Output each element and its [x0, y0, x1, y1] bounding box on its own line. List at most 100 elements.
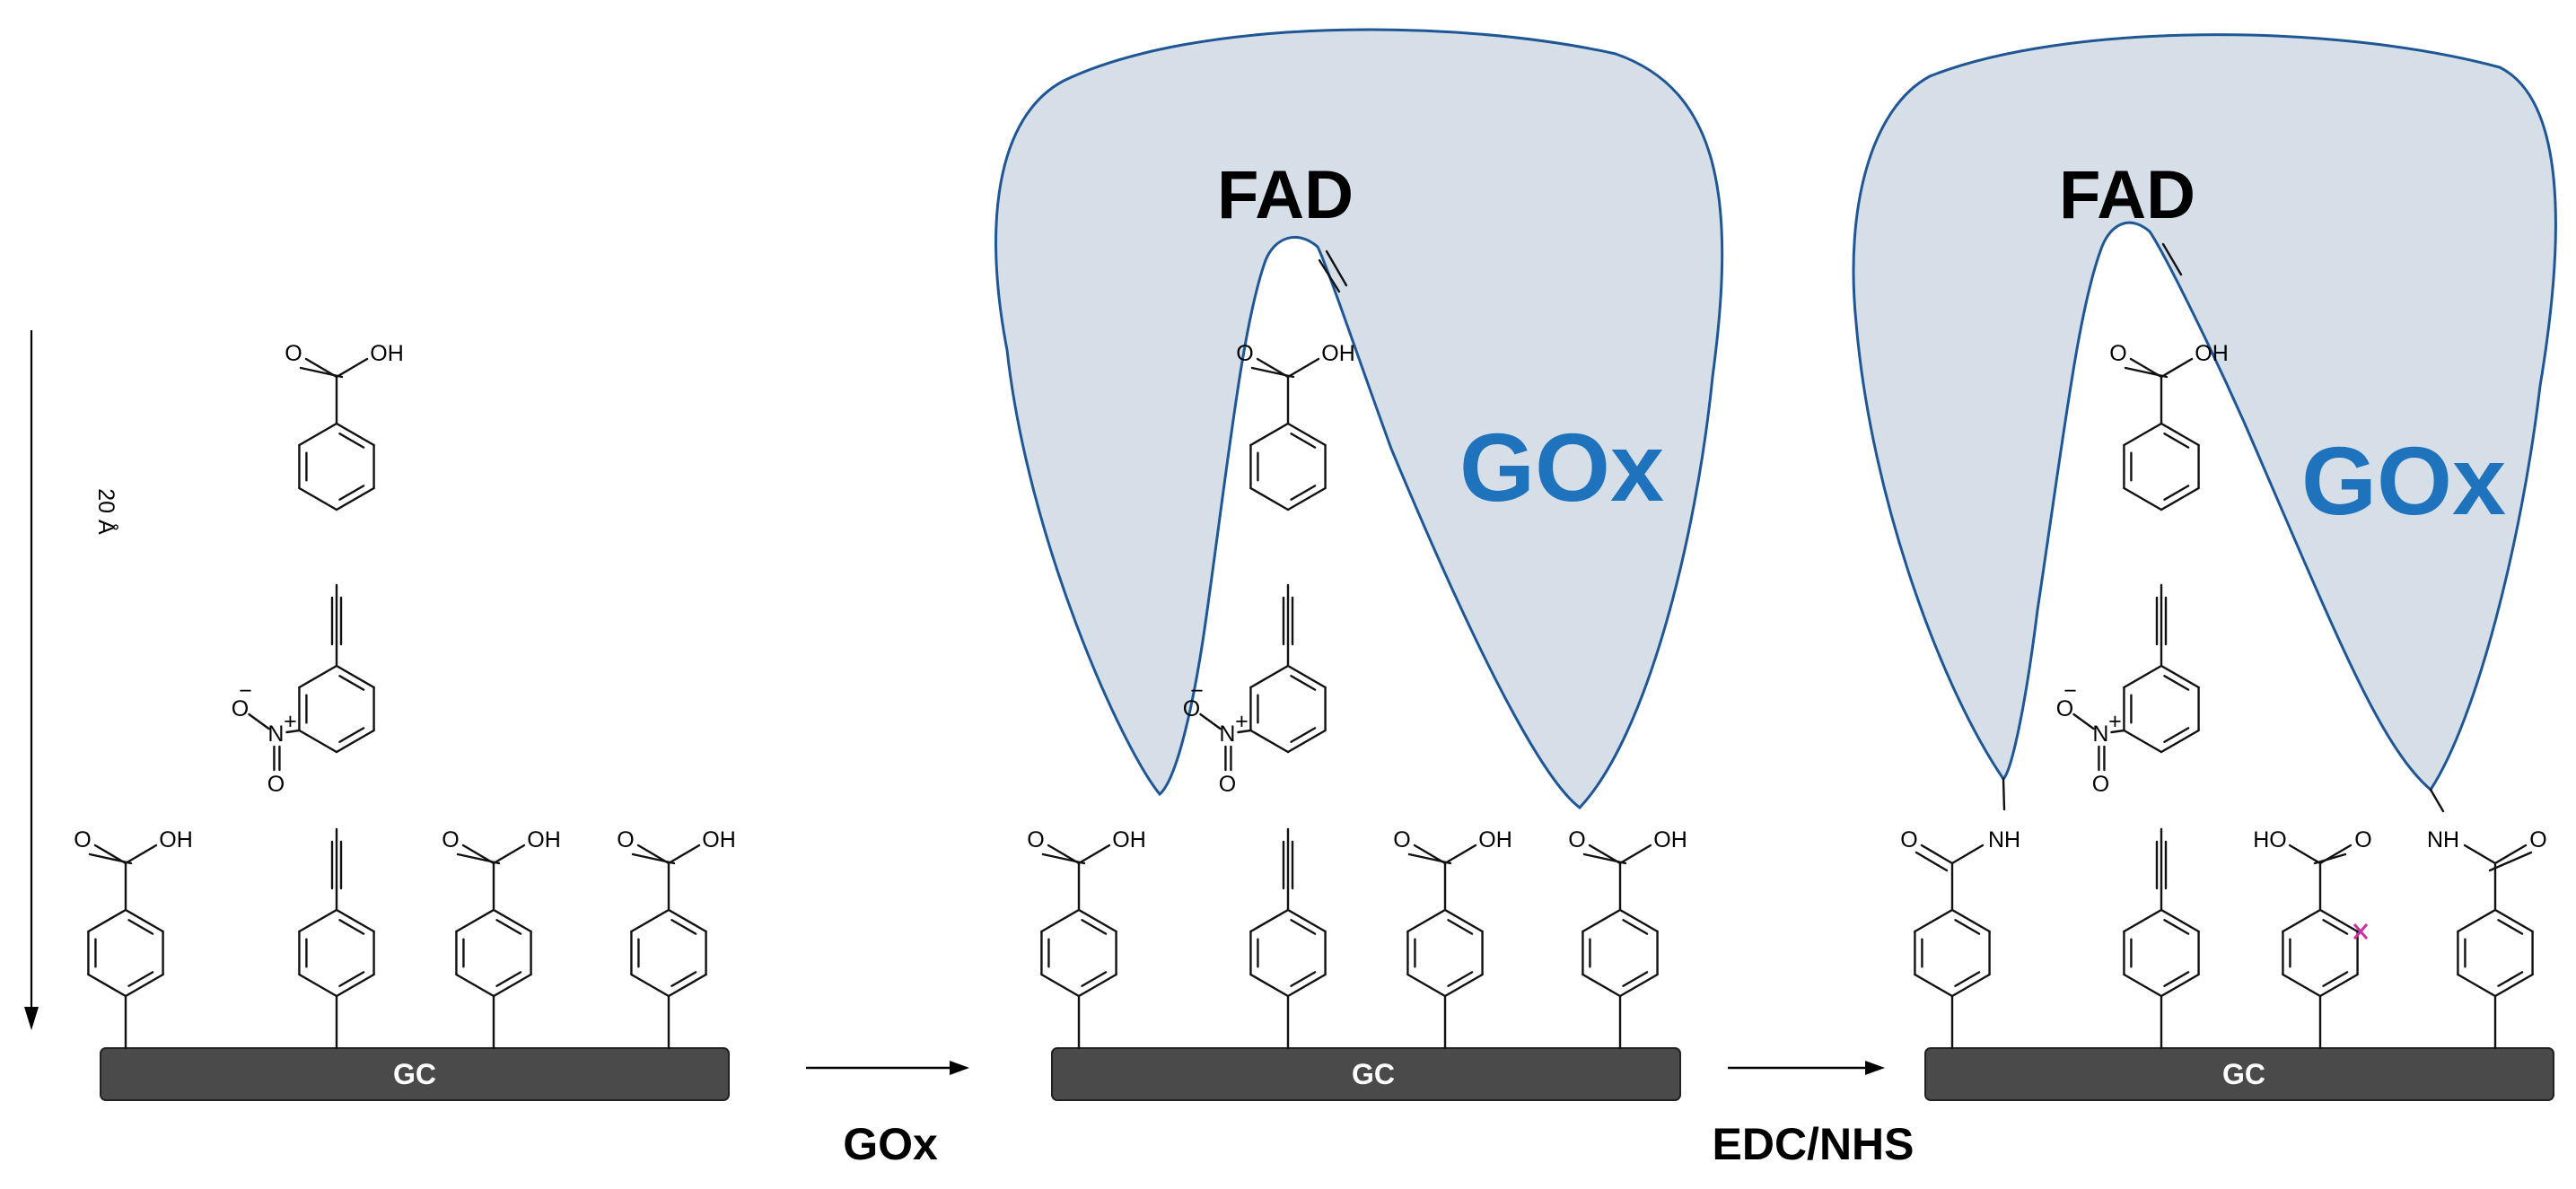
- enzyme-amide-bond: [2429, 788, 2445, 813]
- carbonyl-bond: [2493, 844, 2528, 865]
- ring-bond: [2160, 422, 2200, 447]
- ring-bond: [1443, 973, 1484, 998]
- ring-bond: [298, 973, 338, 998]
- ring-bond: [87, 908, 127, 933]
- ring-double-bond: [1290, 919, 1317, 935]
- ring-double-bond: [127, 919, 154, 935]
- ring-double-bond: [1447, 919, 1474, 935]
- ring-bond: [1406, 973, 1447, 998]
- ring-bond: [298, 729, 338, 754]
- ring-double-bond: [495, 919, 522, 935]
- ring-double-bond: [338, 919, 365, 935]
- carbonyl-bond: [88, 852, 133, 865]
- bond: [2110, 729, 2125, 734]
- oxygen-label: O: [1236, 341, 1253, 366]
- ring-double-bond: [1447, 971, 1474, 987]
- gc-surface-panel1: GC: [100, 1047, 730, 1101]
- ring-bond: [2160, 664, 2200, 689]
- bond: [1077, 844, 1111, 865]
- benzene-ring: [455, 908, 532, 998]
- ring-double-bond: [2163, 485, 2190, 501]
- ring-bond: [1950, 908, 1991, 933]
- ring-bond: [2160, 729, 2200, 754]
- ring-bond: [298, 908, 338, 933]
- bond: [2463, 844, 2497, 865]
- benzoic-acid-linker: OHO: [2253, 827, 2372, 1050]
- ring-bond: [1914, 908, 1954, 933]
- enzyme-amide-bond: [2002, 777, 2006, 811]
- ring-bond: [124, 908, 164, 933]
- ring-bond: [1040, 973, 1081, 998]
- ring-double-bond: [2163, 919, 2190, 935]
- oxygen-label: O: [2354, 827, 2371, 852]
- nitrogen-label: N: [1219, 721, 1235, 747]
- ring-bond: [2123, 908, 2163, 933]
- svg-text:GC: GC: [2222, 1058, 2265, 1090]
- carbonyl-bond: [1250, 366, 1295, 379]
- charge-label: −: [2063, 678, 2077, 704]
- hydroxyl-label: OH: [2195, 341, 2229, 366]
- ring-double-bond: [495, 971, 522, 987]
- ring-bond: [1443, 908, 1484, 933]
- ring-bond: [1286, 908, 1327, 933]
- benzene-ring: [2282, 908, 2359, 998]
- fad-label: FAD: [2059, 157, 2195, 233]
- carbonyl-bond: [2488, 851, 2533, 872]
- ring-bond: [630, 908, 670, 933]
- ring-bond: [1249, 486, 1290, 511]
- amide-nh-label: NH: [2427, 827, 2459, 852]
- benzene-ring: [1249, 664, 1327, 754]
- benzene-ring: [2457, 908, 2534, 998]
- bond: [1443, 844, 1477, 865]
- amide-nh-label: NH: [1988, 827, 2020, 852]
- nitrogen-label: N: [2092, 721, 2108, 747]
- ring-bond: [492, 973, 532, 998]
- ring-bond: [2123, 422, 2163, 447]
- oxygen-label: O: [617, 827, 634, 852]
- ring-bond: [2123, 486, 2163, 511]
- benzene-ring: [1582, 908, 1659, 998]
- ring-bond: [335, 729, 375, 754]
- ring-double-bond: [338, 971, 365, 987]
- nitrogen-label: N: [267, 721, 284, 747]
- ring-bond: [2457, 908, 2497, 933]
- ring-bond: [1286, 422, 1327, 447]
- oxygen-label: O: [1219, 772, 1236, 797]
- ring-bond: [1618, 973, 1659, 998]
- hydroxyl-label: OH: [159, 827, 193, 852]
- charge-label: −: [239, 678, 252, 704]
- ring-double-bond: [2322, 919, 2349, 935]
- carbonyl-bond: [1582, 852, 1627, 865]
- bond: [667, 844, 701, 865]
- bond: [285, 729, 301, 734]
- ring-bond: [2282, 973, 2322, 998]
- ring-bond: [1914, 973, 1954, 998]
- oxygen-label: O: [1183, 696, 1200, 721]
- hydroxyl-label: OH: [370, 341, 404, 366]
- benzene-ring: [630, 908, 707, 998]
- ring-double-bond: [338, 485, 365, 501]
- bond: [2072, 713, 2095, 730]
- bond: [2288, 844, 2322, 865]
- benzoic-acid-linker: ONH: [2427, 827, 2547, 1050]
- benzene-ring: [298, 422, 375, 511]
- gc-surface-panel3: GC: [1924, 1047, 2554, 1101]
- amide-group: ONH: [2427, 827, 2547, 912]
- ring-double-bond: [1081, 919, 1108, 935]
- bond: [1286, 357, 1320, 379]
- oxygen-label: O: [267, 772, 285, 797]
- ring-bond: [1618, 908, 1659, 933]
- bond: [492, 844, 526, 865]
- ring-bond: [298, 422, 338, 447]
- bond: [124, 844, 158, 865]
- ring-bond: [1286, 664, 1327, 689]
